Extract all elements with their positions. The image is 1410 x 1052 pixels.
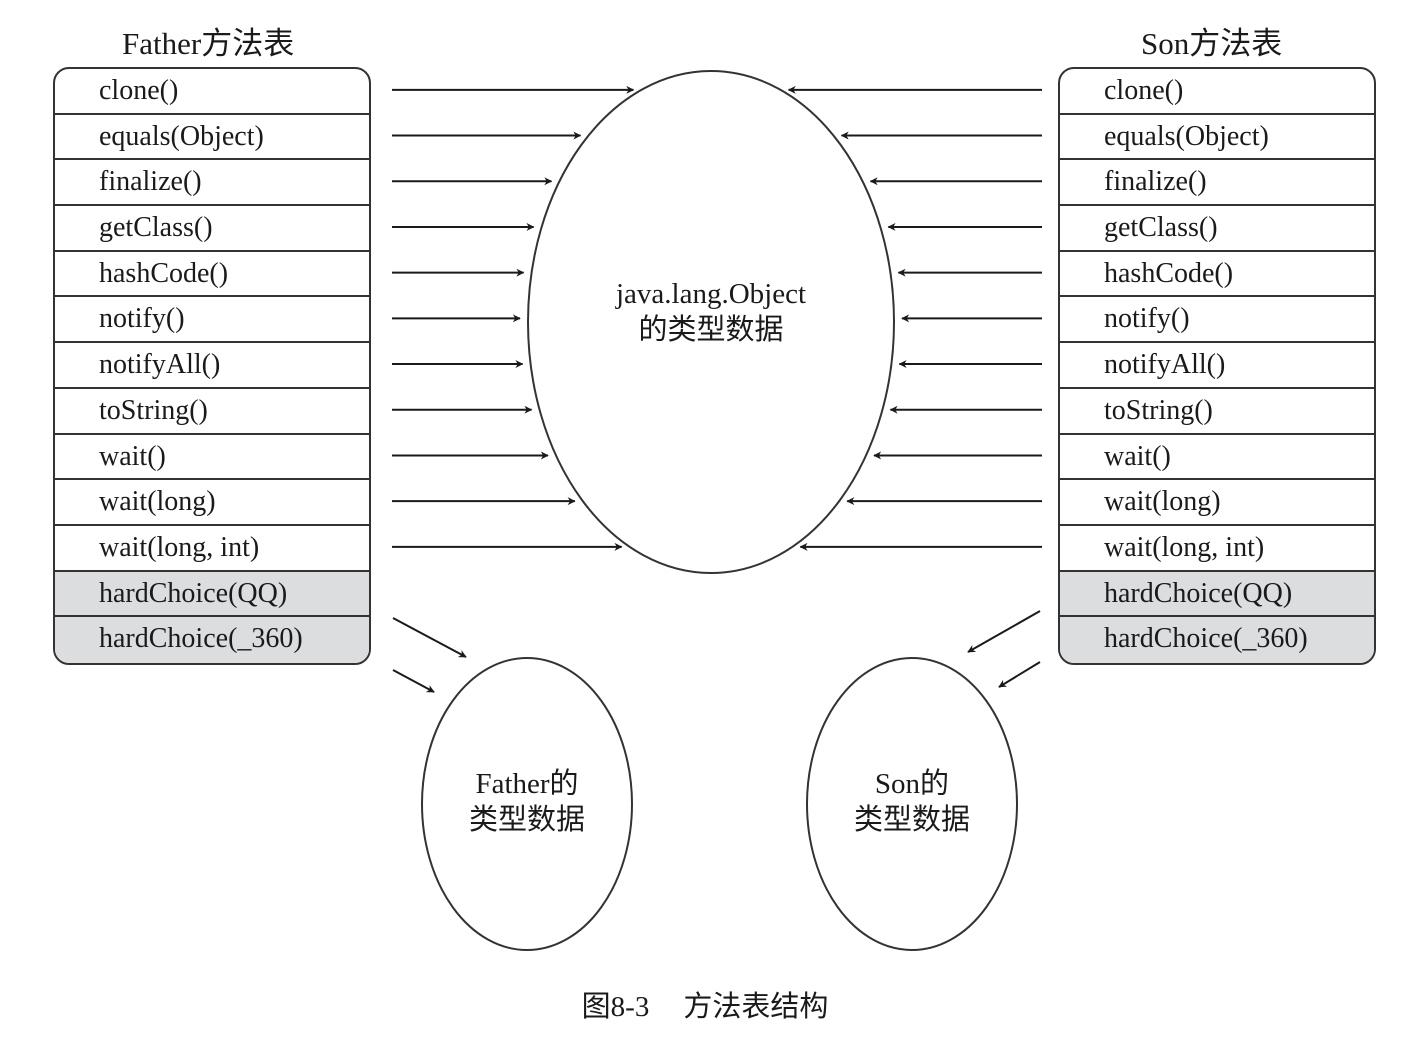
son-method-row: equals(Object) [1060, 115, 1374, 161]
son-method-row: wait(long, int) [1060, 526, 1374, 572]
figure-title: 方法表结构 [683, 991, 829, 1023]
son-method-table: clone()equals(Object)finalize()getClass(… [1058, 67, 1376, 665]
father-method-row: hardChoice(QQ) [55, 571, 369, 618]
father-method-row: notifyAll() [55, 343, 369, 389]
father-method-row: wait(long) [55, 480, 369, 526]
father-method-row: getClass() [55, 206, 369, 252]
son-qq-arrow [967, 610, 1041, 653]
father-type-line1: Father的 [475, 768, 579, 800]
object-type-ellipse [527, 70, 895, 574]
son-method-row: hardChoice(_360) [1060, 617, 1374, 663]
son-method-row: hashCode() [1060, 252, 1374, 298]
father-type-line2: 类型数据 [468, 804, 585, 836]
son-method-row: wait(long) [1060, 480, 1374, 526]
father-method-row: wait(long, int) [55, 526, 369, 572]
son-type-label: Son的 类型数据 [812, 766, 1012, 838]
father-type-ellipse [421, 657, 633, 951]
son-type-line2: 类型数据 [853, 804, 970, 836]
father-method-row: hardChoice(_360) [55, 617, 369, 663]
son-type-line1: Son的 [874, 768, 950, 800]
reference-diagram [392, 70, 1042, 951]
son-table-title: Son方法表 [1141, 26, 1283, 61]
figure-caption: 图8-3 方法表结构 [0, 988, 1410, 1026]
father-method-row: wait() [55, 435, 369, 481]
son-method-row: getClass() [1060, 206, 1374, 252]
father-table-title: Father方法表 [122, 26, 295, 61]
son-method-row: toString() [1060, 389, 1374, 435]
object-type-label: java.lang.Object 的类型数据 [561, 276, 861, 348]
father-method-row: finalize() [55, 160, 369, 207]
son-type-ellipse [806, 657, 1018, 951]
son-method-row: hardChoice(QQ) [1060, 571, 1374, 618]
father-qq-arrow [392, 617, 467, 658]
son-method-row: finalize() [1060, 160, 1374, 207]
son-method-row: wait() [1060, 435, 1374, 481]
son-arrows [787, 85, 1042, 551]
father-method-row: toString() [55, 389, 369, 435]
figure-number: 图8-3 [581, 991, 650, 1023]
son-method-row: clone() [1060, 69, 1374, 115]
object-type-line2: 的类型数据 [638, 314, 784, 346]
son-method-row: notify() [1060, 297, 1374, 344]
son-method-row: notifyAll() [1060, 343, 1374, 389]
object-type-line1: java.lang.Object [615, 278, 807, 310]
father-method-row: clone() [55, 69, 369, 115]
father-method-row: equals(Object) [55, 115, 369, 161]
son-360-arrow [998, 661, 1041, 688]
father-360-arrow [392, 669, 435, 693]
father-method-row: notify() [55, 297, 369, 344]
father-method-row: hashCode() [55, 252, 369, 298]
father-method-table: clone()equals(Object)finalize()getClass(… [53, 67, 371, 665]
father-arrows [392, 85, 635, 551]
father-type-label: Father的 类型数据 [427, 766, 627, 838]
